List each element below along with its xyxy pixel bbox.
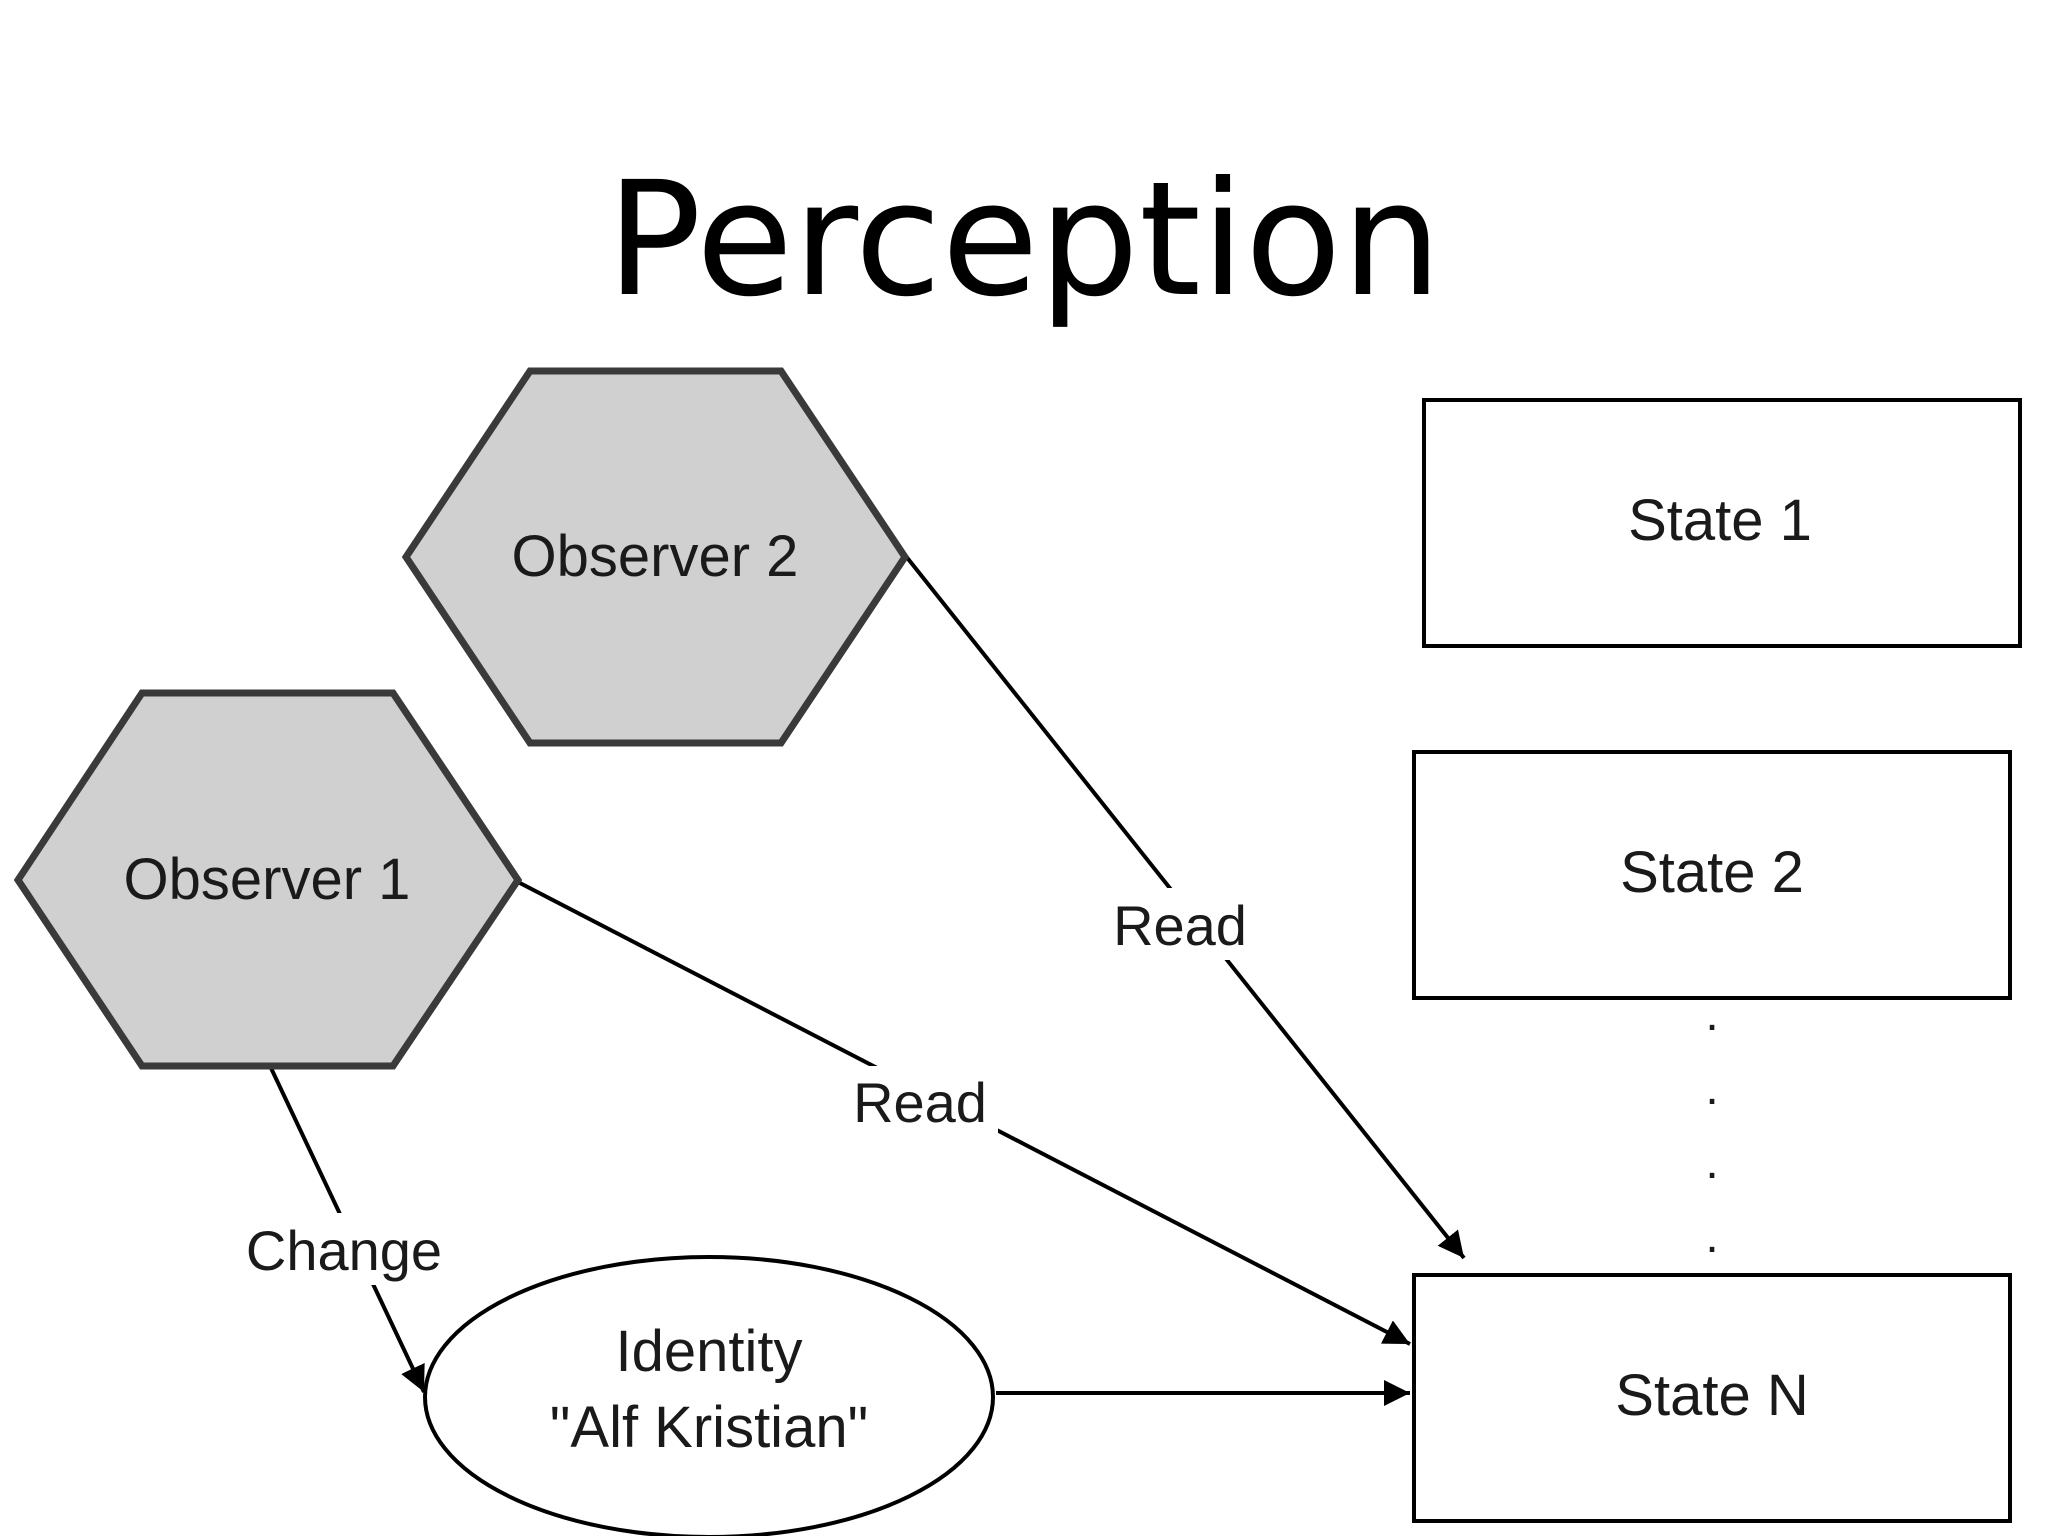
edge-label-observer2-read: Read <box>1113 894 1247 957</box>
ellipsis-dots: . . . . <box>1705 988 1718 1263</box>
state-1-label: State 1 <box>1628 488 1812 553</box>
state-1-box <box>1422 398 2022 648</box>
ellipsis-dot: . <box>1705 988 1718 1041</box>
edge-label-bg-observer2-read <box>1102 888 1258 960</box>
observer-2-hexagon <box>401 367 910 747</box>
edge-label-bg-observer1-read <box>842 1066 998 1138</box>
edge-label-bg-observer1-change <box>232 1213 456 1285</box>
observer-1-hexagon <box>13 689 523 1070</box>
ellipsis-dot: . <box>1705 1136 1718 1189</box>
edge-label-observer1-read: Read <box>853 1071 987 1134</box>
state-2-box <box>1412 750 2012 1000</box>
state-n-label: State N <box>1615 1363 1808 1428</box>
identity-node: Identity "Alf Kristian" <box>423 1255 995 1536</box>
state-n-node: State N <box>1412 1273 2012 1523</box>
slide-title: Perception <box>606 148 1442 332</box>
edge-label-observer1-change: Change <box>246 1219 442 1282</box>
observer-1-label: Observer 1 <box>124 847 411 912</box>
ellipsis-dot: . <box>1705 1062 1718 1115</box>
state-2-label: State 2 <box>1620 840 1804 905</box>
ellipsis-dot: . <box>1705 1210 1718 1263</box>
state-2-node: State 2 <box>1412 750 2012 1000</box>
observer-1-node: Observer 1 <box>13 689 523 1070</box>
observer-2-label: Observer 2 <box>512 524 799 589</box>
state-n-box <box>1412 1273 2012 1523</box>
observer-2-node: Observer 2 <box>401 367 910 747</box>
identity-label-line1: Identity <box>616 1319 803 1384</box>
identity-label-line2: "Alf Kristian" <box>550 1395 868 1460</box>
identity-ellipse <box>423 1255 995 1536</box>
state-1-node: State 1 <box>1422 398 2022 648</box>
